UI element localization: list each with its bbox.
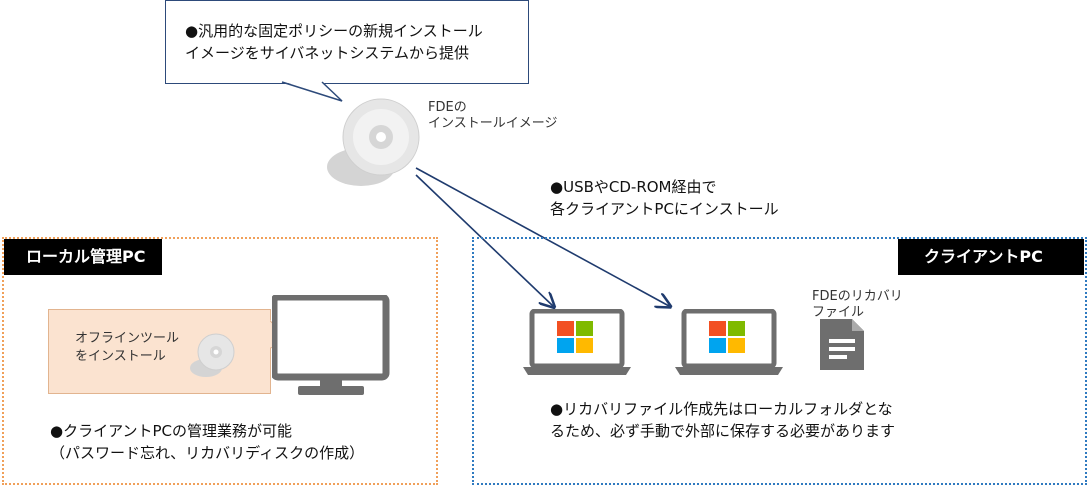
client-pc-area: [472, 237, 1087, 485]
provision-callout-text: ●汎用的な固定ポリシーの新規インストール イメージをサイバネットシステムから提供: [185, 20, 483, 64]
cd-disc-icon: [327, 98, 420, 186]
recovery-file-label-line-1: FDEのリカバリ: [812, 289, 903, 304]
client-pc-description-line-2: るため、必ず手動で外部に保存する必要があります: [550, 422, 896, 440]
provision-callout-line-2: イメージをサイバネットシステムから提供: [185, 44, 469, 62]
local-pc-description-line-1: ●クライアントPCの管理業務が可能: [50, 422, 293, 440]
install-note: ●USBやCD-ROM経由で 各クライアントPCにインストール: [550, 176, 779, 220]
offline-tool-line-1: オフラインツール: [75, 331, 180, 346]
install-note-line-1: ●USBやCD-ROM経由で: [550, 178, 717, 196]
client-pc-title: クライアントPC: [898, 239, 1084, 275]
cd-label-line-2: インストールイメージ: [428, 116, 558, 131]
arrow-to-client-pc-1: [415, 174, 553, 306]
monitor-icon: [272, 295, 390, 395]
cd-label: FDEの インストールイメージ: [428, 100, 557, 132]
callout-pointer: [281, 81, 343, 102]
local-pc-area: [2, 237, 438, 485]
provision-callout-line-1: ●汎用的な固定ポリシーの新規インストール: [185, 22, 483, 40]
local-pc-title: ローカル管理PC: [4, 239, 162, 275]
client-pc-description-line-1: ●リカバリファイル作成先はローカルフォルダとな: [550, 400, 893, 418]
laptop-icon-2: [675, 309, 783, 375]
client-pc-description: ●リカバリファイル作成先はローカルフォルダとな るため、必ず手動で外部に保存する…: [550, 398, 895, 442]
local-pc-description-line-2: （パスワード忘れ、リカバリディスクの作成）: [50, 444, 365, 462]
cd-label-line-1: FDEの: [428, 100, 467, 115]
install-note-line-2: 各クライアントPCにインストール: [550, 200, 779, 218]
recovery-file-label: FDEのリカバリ ファイル: [812, 289, 903, 321]
laptop-icon-1: [523, 309, 631, 375]
provision-callout: [165, 0, 529, 84]
offline-tool-text: オフラインツール をインストール: [75, 330, 179, 366]
local-pc-description: ●クライアントPCの管理業務が可能 （パスワード忘れ、リカバリディスクの作成）: [50, 420, 364, 464]
document-icon: [820, 319, 864, 370]
recovery-file-label-line-2: ファイル: [812, 305, 865, 320]
small-cd-icon: [190, 333, 235, 377]
offline-tool-line-2: をインストール: [75, 349, 166, 364]
